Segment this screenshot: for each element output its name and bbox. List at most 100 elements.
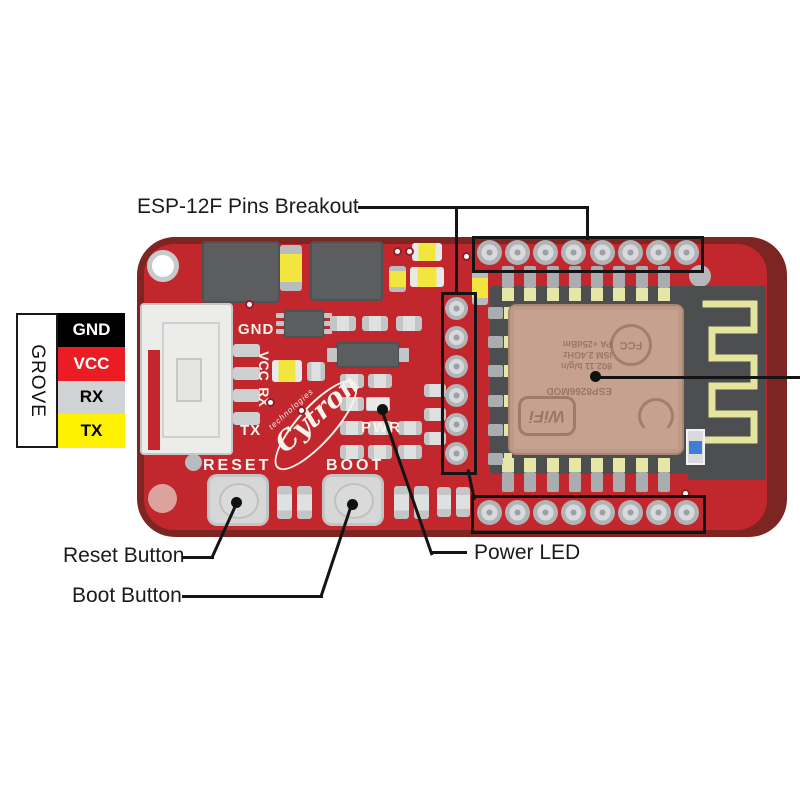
via: [393, 247, 402, 256]
solder-pad: [546, 288, 559, 301]
grove-pin-label: TX: [80, 421, 103, 441]
via: [266, 398, 275, 407]
grove-pin-contact: [233, 389, 260, 402]
top-pins-outline: [472, 236, 704, 273]
solder-pad: [635, 458, 648, 472]
grove-pin-rx: RX: [58, 380, 125, 415]
silk-rx: RX: [256, 387, 272, 407]
via: [405, 247, 414, 256]
pin-pad: [445, 326, 468, 349]
resistor: [340, 421, 364, 435]
soic-chip: [283, 310, 325, 338]
reset-button-label: Reset Button: [63, 544, 185, 567]
pin-pad: [645, 500, 671, 525]
middle-pins-outline: [441, 292, 477, 475]
pin-pad: [617, 240, 643, 265]
silk-gnd: GND: [238, 321, 275, 338]
grove-pin-gnd: GND: [58, 313, 125, 347]
resistor: [340, 445, 364, 459]
marking-line: PA +25dBm: [562, 339, 612, 349]
resistor: [394, 486, 409, 519]
capacitor: [389, 266, 406, 292]
grove-pin-contact: [233, 412, 260, 425]
solder-pad: [635, 288, 648, 301]
mounting-hole-bottom-left: [148, 484, 177, 513]
castellation-pad: [488, 452, 503, 465]
pin-pad: [505, 240, 531, 265]
leader-dot: [231, 497, 242, 508]
castellation-bottom-stubs: [502, 472, 670, 492]
resistor: [424, 384, 446, 397]
grove-pin-vcc: VCC: [58, 346, 125, 381]
resistor: [340, 397, 364, 411]
resistor: [398, 421, 422, 435]
grove-pin-contact: [233, 344, 260, 357]
pin-pad: [617, 500, 643, 525]
resistor: [456, 487, 470, 517]
module-part-number: ESP8266MOD: [546, 385, 612, 396]
boot-button-label: Boot Button: [72, 584, 182, 607]
capacitor: [410, 267, 444, 287]
esp-module-leader-line: [596, 376, 800, 379]
castellation-pad: [546, 472, 559, 492]
capacitor: [412, 243, 442, 261]
castellation-left-stubs: [488, 307, 503, 465]
castellation-pad: [591, 472, 604, 492]
resistor: [362, 316, 388, 331]
resistor: [368, 374, 392, 388]
resistor: [368, 445, 392, 459]
silk-boot: BOOT: [326, 457, 385, 474]
grove-legend-box: GROVE: [16, 313, 58, 448]
pin-pad: [445, 442, 468, 465]
resistor: [424, 432, 446, 445]
leader-line: [182, 556, 214, 559]
pin-pad: [561, 500, 587, 525]
top-pin-row: [477, 240, 699, 265]
solder-pad: [591, 288, 604, 301]
solder-pad: [502, 288, 514, 301]
grove-pin-label: GND: [72, 319, 111, 339]
leader-line: [182, 595, 323, 598]
middle-pin-column: [445, 297, 468, 465]
mounting-hole-top-left: [147, 250, 179, 282]
leader-dot: [347, 499, 358, 510]
grove-legend-label: GROVE: [27, 343, 48, 418]
via: [297, 406, 306, 415]
grove-pin-tx: TX: [58, 414, 125, 448]
solder-pad: [524, 458, 537, 472]
via-hole: [185, 454, 202, 471]
solder-pad: [613, 288, 626, 301]
marking-line: 802.11 b/g/n: [560, 361, 612, 371]
capacitor: [280, 245, 302, 291]
pin-pad: [645, 240, 671, 265]
leader-line: [455, 206, 458, 295]
pin-pad: [673, 500, 699, 525]
castellation-pad: [488, 365, 503, 378]
pin-pad: [445, 384, 468, 407]
castellation-pad: [488, 336, 503, 349]
castellation-pad: [488, 423, 503, 436]
ic-chip: [202, 241, 280, 303]
regulator-chip: [336, 342, 400, 368]
solder-pad: [657, 288, 670, 301]
silk-tx: TX: [240, 422, 262, 439]
solder-pad: [568, 288, 581, 301]
castellation-bottom-pads: [502, 458, 670, 472]
leader-dot: [377, 404, 388, 415]
castellation-pad: [524, 472, 537, 492]
castellation-pad: [568, 472, 581, 492]
pin-pad: [445, 355, 468, 378]
pin-pad: [673, 240, 699, 265]
wifi-antenna: [702, 300, 758, 444]
module-marking-text: 802.11 b/g/n ISM 2.4GHz PA +25dBm: [532, 338, 612, 371]
ic-chip: [310, 241, 383, 301]
pin-pad: [477, 500, 502, 525]
bottom-pin-row: [477, 500, 699, 525]
solder-pad: [504, 452, 512, 465]
resistor: [398, 445, 422, 459]
pin-pad: [561, 240, 587, 265]
pin-pad: [505, 500, 531, 525]
solder-pad: [591, 458, 604, 472]
resistor: [437, 487, 451, 517]
solder-pad: [524, 288, 537, 301]
